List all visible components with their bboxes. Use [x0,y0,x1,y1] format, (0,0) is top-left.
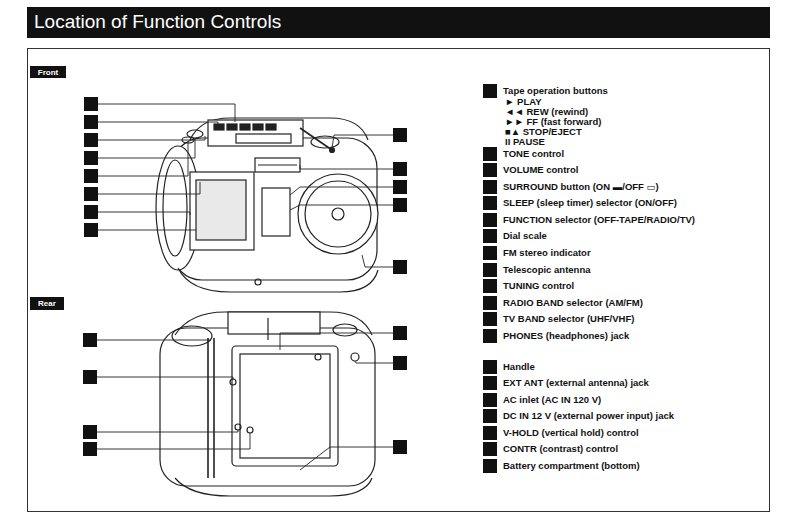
callout-square [483,442,497,456]
callout-square [483,329,497,343]
control-name: TUNING control [503,280,574,291]
callout-square [483,360,497,374]
tag-text: Front [38,68,58,77]
control-name: AC inlet (AC IN 120 V) [503,394,601,405]
callout-square [483,393,497,407]
page-title: Location of Function Controls [34,11,281,33]
callout-square [483,196,497,210]
callout-square [483,409,497,423]
control-name: PHONES (headphones) jack [503,330,629,341]
callout-square [483,84,497,98]
title-band: Location of Function Controls [27,7,770,38]
callout-squares [84,97,407,274]
callout-square [483,213,497,227]
callout-square [483,279,497,293]
leader-lines [97,333,393,470]
control-name: SLEEP (sleep timer) selector (ON/OFF) [503,197,677,208]
control-name: RADIO BAND selector (AM/FM) [503,297,643,308]
control-name: Dial scale [503,230,547,241]
control-name: CONTR (contrast) control [503,443,618,454]
control-name: TV BAND selector (UHF/VHF) [503,313,634,324]
callout-square [483,163,497,177]
callout-square [483,312,497,326]
view-tag: Rear [30,297,64,310]
leader-lines [98,104,393,267]
button-name: II PAUSE [505,136,545,147]
control-name: V-HOLD (vertical hold) control [503,427,639,438]
control-name: VOLUME control [503,164,578,175]
callout-square [483,246,497,260]
control-name: FM stereo indicator [503,247,591,258]
control-name: EXT ANT (external antenna) jack [503,377,649,388]
button-name: ► PLAY [505,96,542,107]
control-name: Tape operation buttons [503,85,608,96]
control-name: Handle [503,361,535,372]
control-name: TONE control [503,148,564,159]
callout-square [483,459,497,473]
control-name: Telescopic antenna [503,264,590,275]
callout-square [483,426,497,440]
callout-squares [83,326,407,456]
callout-square [483,229,497,243]
callout-square [483,376,497,390]
control-name: Battery compartment (bottom) [503,460,640,471]
callout-square [483,180,497,194]
control-name: FUNCTION selector (OFF-TAPE/RADIO/TV) [503,214,695,225]
callout-square [483,296,497,310]
callout-square [483,263,497,277]
frame [28,49,770,512]
button-name: ◄◄ REW (rewind) [505,106,588,117]
tag-text: Rear [38,299,56,308]
control-name: DC IN 12 V (external power input) jack [503,410,674,421]
control-name: SURROUND button (ON ▬/OFF ▭) [503,181,659,192]
view-tag: Front [30,66,66,78]
button-name: ►► FF (fast forward) [505,116,601,127]
button-name: ■▲ STOP/EJECT [505,126,582,137]
callout-square [483,147,497,161]
